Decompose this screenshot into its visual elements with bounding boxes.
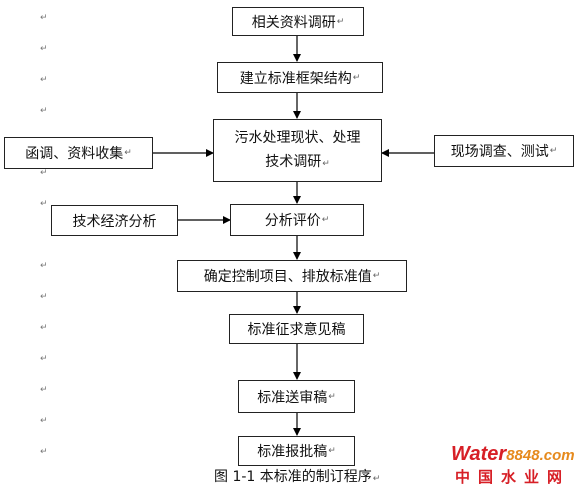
input-field-label: 现场调查、测试 [450, 144, 549, 160]
paragraph-mark: ↵ [40, 168, 48, 178]
step-tech-research: 污水处理现状、处理 技术调研↵ [213, 119, 382, 182]
step-submit: 标准送审稿↵ [238, 380, 355, 413]
step-tech-line2: 技术调研↵ [265, 153, 330, 170]
paragraph-mark: ↵ [40, 385, 48, 395]
step-draft: 标准征求意见稿 [229, 314, 364, 344]
input-letter-collection: 函调、资料收集↵ [4, 137, 153, 169]
step-control-label: 确定控制项目、排放标准值 [203, 269, 372, 285]
figure-caption: 图 1-1 本标准的制订程序↵ [214, 469, 381, 485]
step-draft-label: 标准征求意见稿 [247, 322, 346, 338]
input-letter-label: 函调、资料收集 [25, 146, 124, 162]
step-analysis: 分析评价↵ [230, 204, 364, 236]
paragraph-mark: ↵ [40, 261, 48, 271]
paragraph-mark: ↵ [40, 292, 48, 302]
paragraph-mark: ↵ [40, 323, 48, 333]
input-economic-analysis: 技术经济分析 [51, 205, 178, 236]
step-approve-label: 标准报批稿 [257, 444, 328, 460]
step-research-label: 相关资料调研 [251, 14, 336, 31]
input-economic-label: 技术经济分析 [72, 213, 157, 230]
paragraph-mark: ↵ [40, 416, 48, 426]
water8848-logo: Water8848.com 中国水业网 [451, 443, 575, 486]
paragraph-mark: ↵ [40, 106, 48, 116]
step-control-items: 确定控制项目、排放标准值↵ [177, 260, 407, 292]
input-field-survey: 现场调查、测试↵ [434, 135, 574, 167]
paragraph-mark: ↵ [40, 354, 48, 364]
paragraph-mark: ↵ [40, 44, 48, 54]
paragraph-mark: ↵ [40, 75, 48, 85]
step-tech-line1: 污水处理现状、处理 [234, 129, 361, 146]
paragraph-mark: ↵ [40, 447, 48, 457]
paragraph-mark: ↵ [40, 13, 48, 23]
step-analysis-label: 分析评价 [264, 213, 321, 229]
step-framework: 建立标准框架结构↵ [217, 62, 383, 93]
step-submit-label: 标准送审稿 [257, 389, 328, 406]
paragraph-mark: ↵ [40, 199, 48, 209]
figure-caption-text: 图 1-1 本标准的制订程序 [214, 469, 372, 485]
step-approve: 标准报批稿↵ [238, 436, 355, 466]
step-research: 相关资料调研↵ [232, 7, 364, 36]
step-framework-label: 建立标准框架结构 [239, 70, 352, 87]
